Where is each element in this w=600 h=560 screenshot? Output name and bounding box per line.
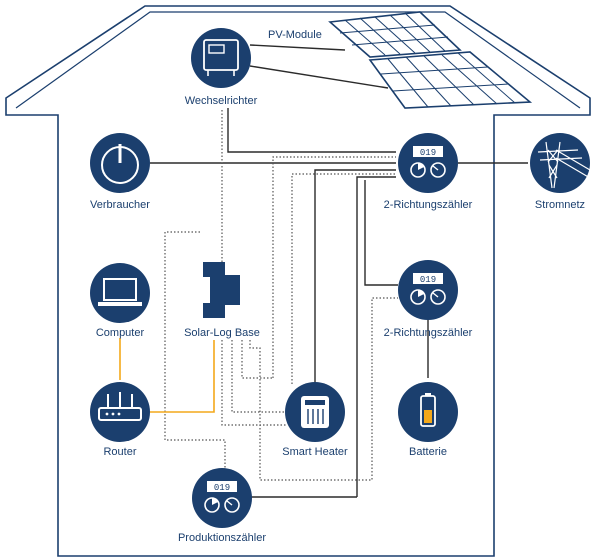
bidir-meter-2-digits: 019 [420,275,436,285]
roof-inner-line [15,11,581,109]
grid-node[interactable] [530,133,591,193]
router-node[interactable] [90,382,150,442]
production-meter-label: Produktionszähler [178,532,266,544]
consumer-node[interactable] [90,133,150,193]
inverter-node[interactable] [191,28,251,88]
production-meter-node[interactable]: 019 [192,468,252,528]
bidir-meter-1-digits: 019 [420,148,436,158]
house-outline [5,5,591,557]
consumer-label: Verbraucher [90,199,150,211]
computer-node[interactable] [90,263,150,323]
computer-label: Computer [96,327,145,339]
pv-module-label: PV-Module [268,29,322,41]
battery-label: Batterie [409,446,447,458]
connection-lines-dotted [164,110,398,481]
bidir-meter-1-label: 2-Richtungszähler [384,199,473,211]
bidir-meter-2-label: 2-Richtungszähler [384,327,473,339]
pv-module-panel-bottom [368,51,533,109]
inverter-label: Wechselrichter [185,95,258,107]
battery-node[interactable] [398,382,458,442]
router-label: Router [103,446,136,458]
bidir-meter-2-node[interactable]: 019 [398,260,458,320]
grid-label: Stromnetz [535,199,585,211]
network-lines [119,338,215,413]
solarlog-base-node[interactable] [203,262,240,318]
smart-heater-node[interactable] [285,382,345,442]
power-pylon-icon [537,141,591,189]
bidir-meter-1-node[interactable]: 019 [398,133,458,193]
solarlog-base-label: Solar-Log Base [184,327,260,339]
production-meter-digits: 019 [214,483,230,493]
connection-lines-solid [150,44,528,498]
smart-heater-label: Smart Heater [282,446,348,458]
pv-module-panel-top [328,11,462,58]
